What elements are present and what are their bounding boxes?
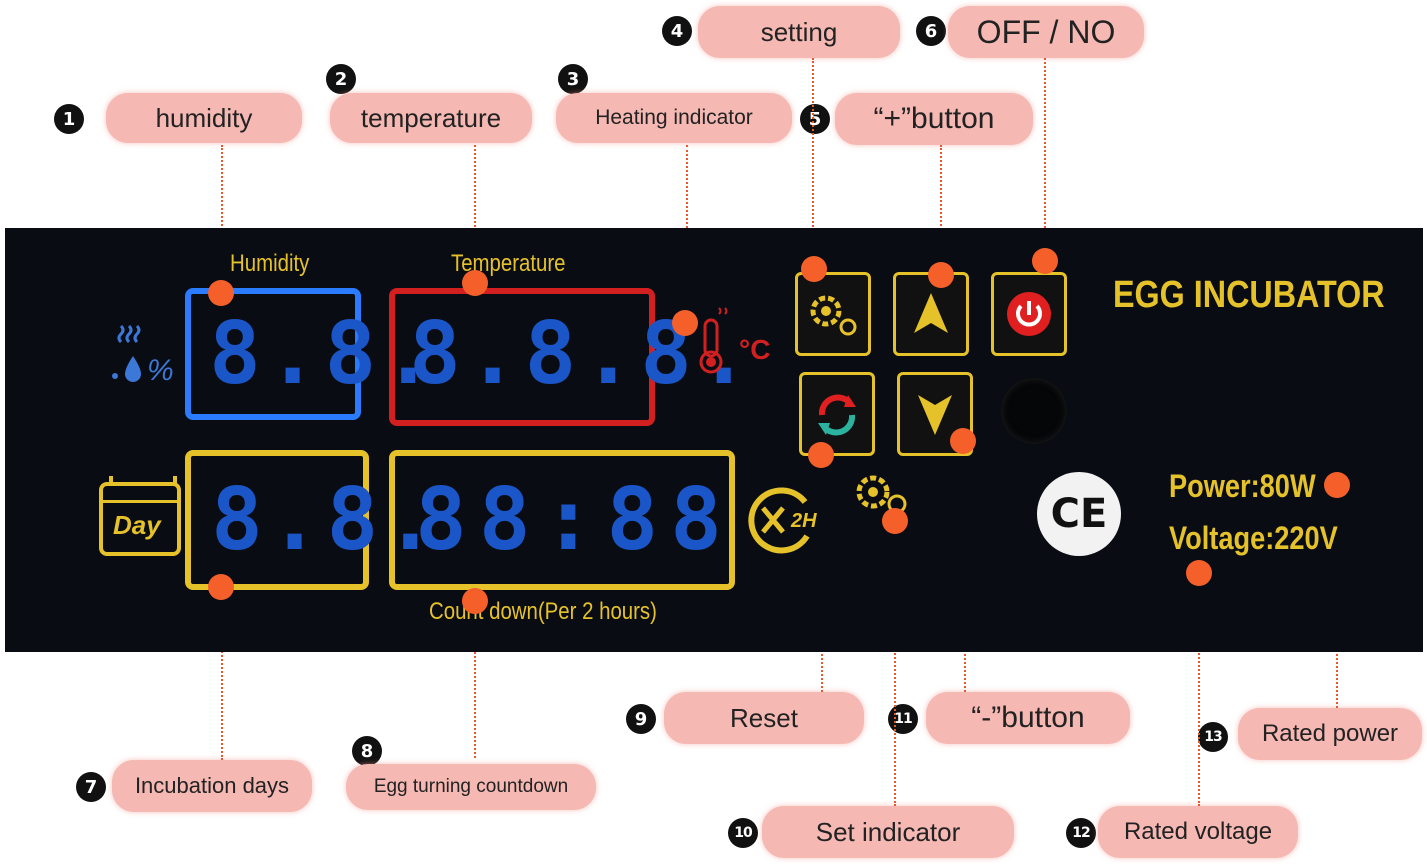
plus-button[interactable] xyxy=(893,272,969,356)
callout-reset: Reset xyxy=(664,692,864,744)
leader-line-off xyxy=(1044,58,1046,256)
reset-icon xyxy=(818,394,856,436)
gear-icon xyxy=(810,295,857,336)
callout-number-8: 8 xyxy=(352,736,382,766)
marker-humidity xyxy=(208,280,234,306)
celsius-label: °C xyxy=(739,334,771,365)
callout-minus-button: “-”button xyxy=(926,692,1130,744)
callout-egg-turning-countdown: Egg turning countdown xyxy=(346,764,596,810)
callout-number-2: 2 xyxy=(326,64,356,94)
callout-number-12: 12 xyxy=(1066,818,1096,848)
day-label: Day xyxy=(113,510,161,540)
leader-line-days xyxy=(221,588,223,760)
callout-number-6: 6 xyxy=(916,16,946,46)
percent-sign: % xyxy=(147,354,174,387)
humidity-display: 8.8. xyxy=(185,288,434,420)
leader-line-voltage xyxy=(1198,574,1200,806)
down-arrow-icon xyxy=(918,395,952,435)
leader-line-setting xyxy=(812,58,814,266)
callout-number-5: 5 xyxy=(800,104,830,134)
ce-mark-text: CE xyxy=(1050,491,1108,537)
days-display: 8.8. xyxy=(185,450,436,590)
marker-temperature xyxy=(462,270,488,296)
setting-button[interactable] xyxy=(795,272,871,356)
days-digits: 8.8. xyxy=(211,470,443,570)
callout-plus-button: “+”button xyxy=(835,93,1033,145)
leader-line-set-indicator xyxy=(894,522,896,806)
humidity-icon: % xyxy=(103,320,183,390)
brand-title: EGG INCUBATOR xyxy=(1113,274,1385,316)
callout-number-11: 11 xyxy=(888,704,918,734)
callout-number-9: 9 xyxy=(626,704,656,734)
timer-2h-icon: 2H xyxy=(745,484,825,556)
callout-set-indicator: Set indicator xyxy=(762,806,1014,858)
marker-minus xyxy=(950,428,976,454)
callout-number-4: 4 xyxy=(662,16,692,46)
callout-rated-voltage: Rated voltage xyxy=(1098,806,1298,858)
callout-number-1: 1 xyxy=(54,104,84,134)
reset-button[interactable] xyxy=(799,372,875,456)
callout-rated-power: Rated power xyxy=(1238,708,1422,760)
power-off-button[interactable] xyxy=(991,272,1067,356)
marker-off xyxy=(1032,248,1058,274)
leader-line-plus xyxy=(940,145,942,270)
marker-power xyxy=(1324,472,1350,498)
marker-setting xyxy=(801,256,827,282)
countdown-digits: 88:88 xyxy=(415,470,734,570)
callout-incubation-days: Incubation days xyxy=(112,760,312,812)
voltage-rating: Voltage:220V xyxy=(1169,520,1338,556)
ce-mark: CE xyxy=(1037,472,1121,556)
callout-heating-indicator: Heating indicator xyxy=(556,93,792,143)
callout-number-7: 7 xyxy=(76,772,106,802)
marker-plus xyxy=(928,262,954,288)
calendar-day-icon: Day xyxy=(99,476,181,556)
leader-line-temperature xyxy=(474,145,476,283)
marker-set-indicator xyxy=(882,508,908,534)
leader-line-humidity xyxy=(221,145,223,293)
callout-number-13: 13 xyxy=(1198,722,1228,752)
callout-number-10: 10 xyxy=(728,818,758,848)
humidity-panel-label: Humidity xyxy=(230,250,310,277)
callout-setting: setting xyxy=(698,6,900,58)
callout-off-no: OFF / NO xyxy=(948,6,1144,58)
marker-days xyxy=(208,574,234,600)
marker-heating xyxy=(672,310,698,336)
marker-voltage xyxy=(1186,560,1212,586)
marker-countdown xyxy=(462,588,488,614)
power-rating: Power:80W xyxy=(1169,468,1316,504)
thermometer-icon: °C xyxy=(689,300,779,380)
sensor-hole xyxy=(1001,378,1067,444)
power-icon xyxy=(1007,292,1051,336)
marker-reset xyxy=(808,442,834,468)
up-arrow-icon xyxy=(914,293,948,333)
temperature-display: 8.8.8. xyxy=(389,288,750,426)
leader-line-countdown xyxy=(474,604,476,758)
countdown-display: 88:88 xyxy=(389,450,735,590)
incubator-control-panel: Humidity Temperature Count down(Per 2 ho… xyxy=(5,228,1423,652)
callout-temperature: temperature xyxy=(330,93,532,143)
humidity-digits: 8.8. xyxy=(209,304,441,404)
callout-number-3: 3 xyxy=(558,64,588,94)
timer-2h-label: 2H xyxy=(791,510,817,532)
callout-humidity: humidity xyxy=(106,93,302,143)
